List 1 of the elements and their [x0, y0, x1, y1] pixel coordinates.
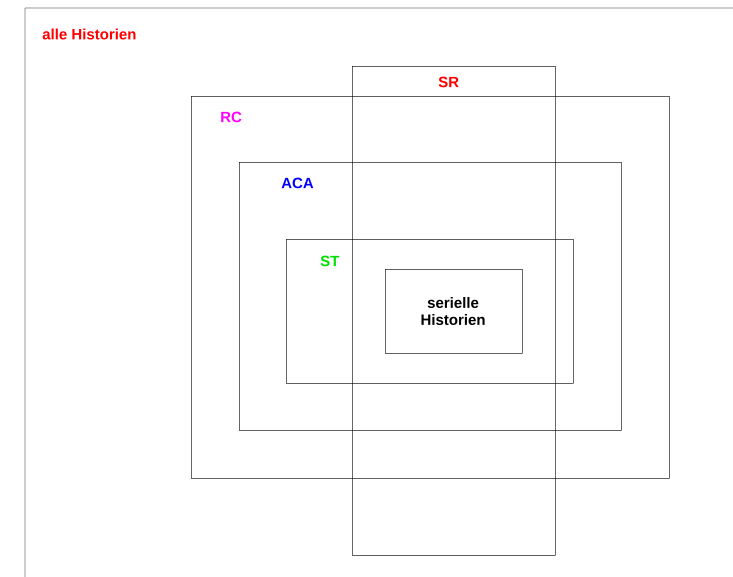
set-box: serielle Historien [385, 269, 523, 354]
